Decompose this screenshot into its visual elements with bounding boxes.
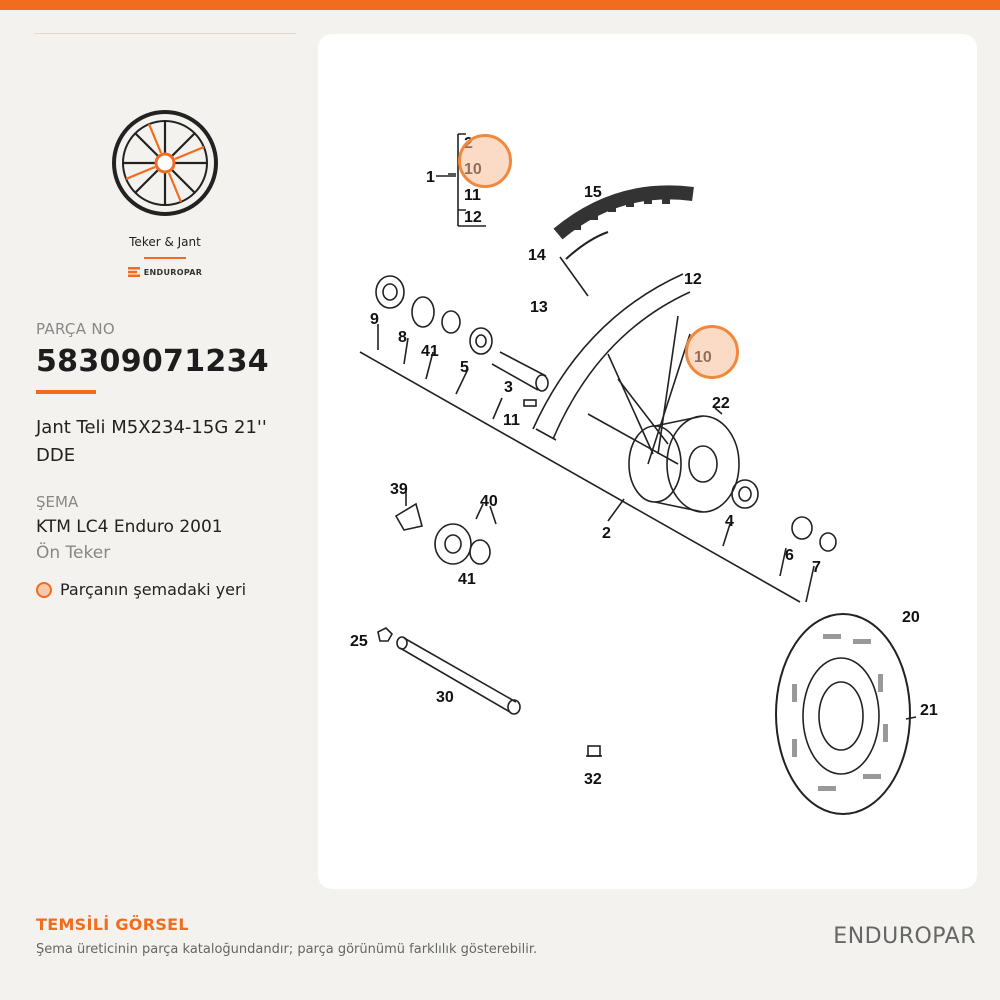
callout-20: 20: [902, 609, 920, 626]
callout-40: 40: [480, 493, 498, 510]
brand-logo-icon: [127, 267, 140, 277]
callout-6: 6: [785, 547, 794, 564]
callout-7: 7: [812, 559, 821, 576]
category-underline: [144, 257, 186, 259]
callout-11-top: 11: [464, 187, 481, 204]
highlight-marker-diagram[interactable]: [685, 325, 739, 379]
footer-title: TEMSİLİ GÖRSEL: [36, 915, 189, 934]
footer-brand: ENDUROPAR: [833, 924, 976, 949]
wheel-icon: [112, 110, 218, 216]
callout-22: 22: [712, 395, 730, 412]
legend-text: Parçanın şemadaki yeri: [60, 580, 247, 599]
callout-41b: 41: [458, 571, 476, 588]
parts-diagram: 1 2 10 11 12 15 14 13 12 10 9 8 41 5 3 1…: [350, 133, 938, 815]
top-accent-bar: [0, 0, 1000, 10]
callout-25: 25: [350, 633, 368, 650]
callout-9: 9: [370, 311, 379, 328]
legend-marker-icon: [36, 581, 52, 598]
sidebar-divider: [34, 33, 296, 34]
diagram-card: 1 2 10 11 12 15 14 13 12 10 9 8 41 5 3 1…: [318, 34, 977, 889]
highlight-marker-top[interactable]: [458, 134, 512, 188]
callout-21: 21: [920, 702, 938, 719]
part-name: Jant Teli M5X234-15G 21'' DDE: [36, 417, 267, 466]
callout-8: 8: [398, 329, 407, 346]
callout-5: 5: [460, 359, 469, 376]
schema-subtitle: Ön Teker: [36, 543, 111, 563]
footer-note: Şema üreticinin parça kataloğundandır; p…: [36, 942, 538, 957]
callout-15: 15: [584, 184, 602, 201]
brand-small-text: ENDUROPAR: [143, 267, 203, 277]
callout-13: 13: [530, 299, 548, 316]
callout-39: 39: [390, 481, 408, 498]
callout-3: 3: [504, 379, 513, 396]
part-number: 58309071234: [36, 344, 269, 379]
callout-32: 32: [584, 771, 602, 788]
part-no-underline: [36, 390, 96, 394]
schema-label: ŞEMA: [36, 493, 79, 511]
brand-small: ENDUROPAR: [110, 267, 220, 277]
callout-4: 4: [725, 513, 734, 530]
callout-11: 11: [503, 412, 520, 429]
callout-41: 41: [421, 343, 439, 360]
category-label: Teker & Jant: [129, 235, 201, 249]
callout-1: 1: [426, 169, 435, 186]
callout-12: 12: [684, 271, 702, 288]
callout-2: 2: [602, 525, 611, 542]
callout-12-top: 12: [464, 209, 482, 226]
schema-model: KTM LC4 Enduro 2001: [36, 517, 223, 537]
legend: Parçanın şemadaki yeri: [36, 580, 246, 599]
callout-14: 14: [528, 247, 546, 264]
part-no-label: PARÇA NO: [36, 320, 115, 338]
callout-30: 30: [436, 689, 454, 706]
